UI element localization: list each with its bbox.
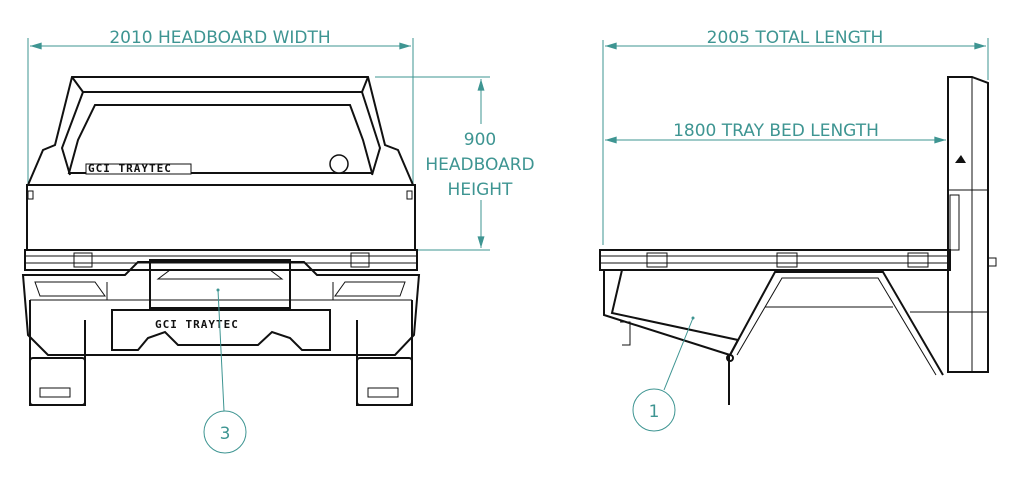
side-view: 2005 TOTAL LENGTH 1800 TRAY BED LENGTH [599,28,997,432]
side-under-frame [603,269,948,405]
bracket-logo: GCI TRAYTEC [155,318,239,331]
bed-length-dimension: 1800 TRAY BED LENGTH [605,121,946,144]
headboard-height-dimension: 900 HEADBOARD HEIGHT [375,76,535,251]
headboard-height-label-1: HEADBOARD [425,155,534,175]
front-view: 2010 HEADBOARD WIDTH 900 HEADBOARD HEIGH… [21,28,535,454]
side-headboard [947,76,997,373]
callout-3: 3 [203,288,247,454]
headboard-width-dimension: 2010 HEADBOARD WIDTH [27,28,414,185]
headboard-height-label-2: HEIGHT [448,180,513,200]
callout-1-number: 1 [649,402,660,422]
headboard-width-label: 2010 HEADBOARD WIDTH [109,28,330,48]
headboard-logo: GCI TRAYTEC [88,162,172,175]
total-length-label: 2005 TOTAL LENGTH [707,28,884,48]
callout-1: 1 [632,316,695,432]
headboard: GCI TRAYTEC [26,76,416,251]
mudflap-right [356,300,413,406]
total-length-dimension: 2005 TOTAL LENGTH [602,28,989,245]
rear-bumper [21,259,421,356]
side-tray-bed [599,249,951,271]
mudflap-left [29,300,86,406]
tow-bracket: GCI TRAYTEC [111,309,331,351]
bed-length-label: 1800 TRAY BED LENGTH [673,121,879,141]
headboard-height-value: 900 [464,130,496,150]
callout-3-number: 3 [220,424,231,444]
